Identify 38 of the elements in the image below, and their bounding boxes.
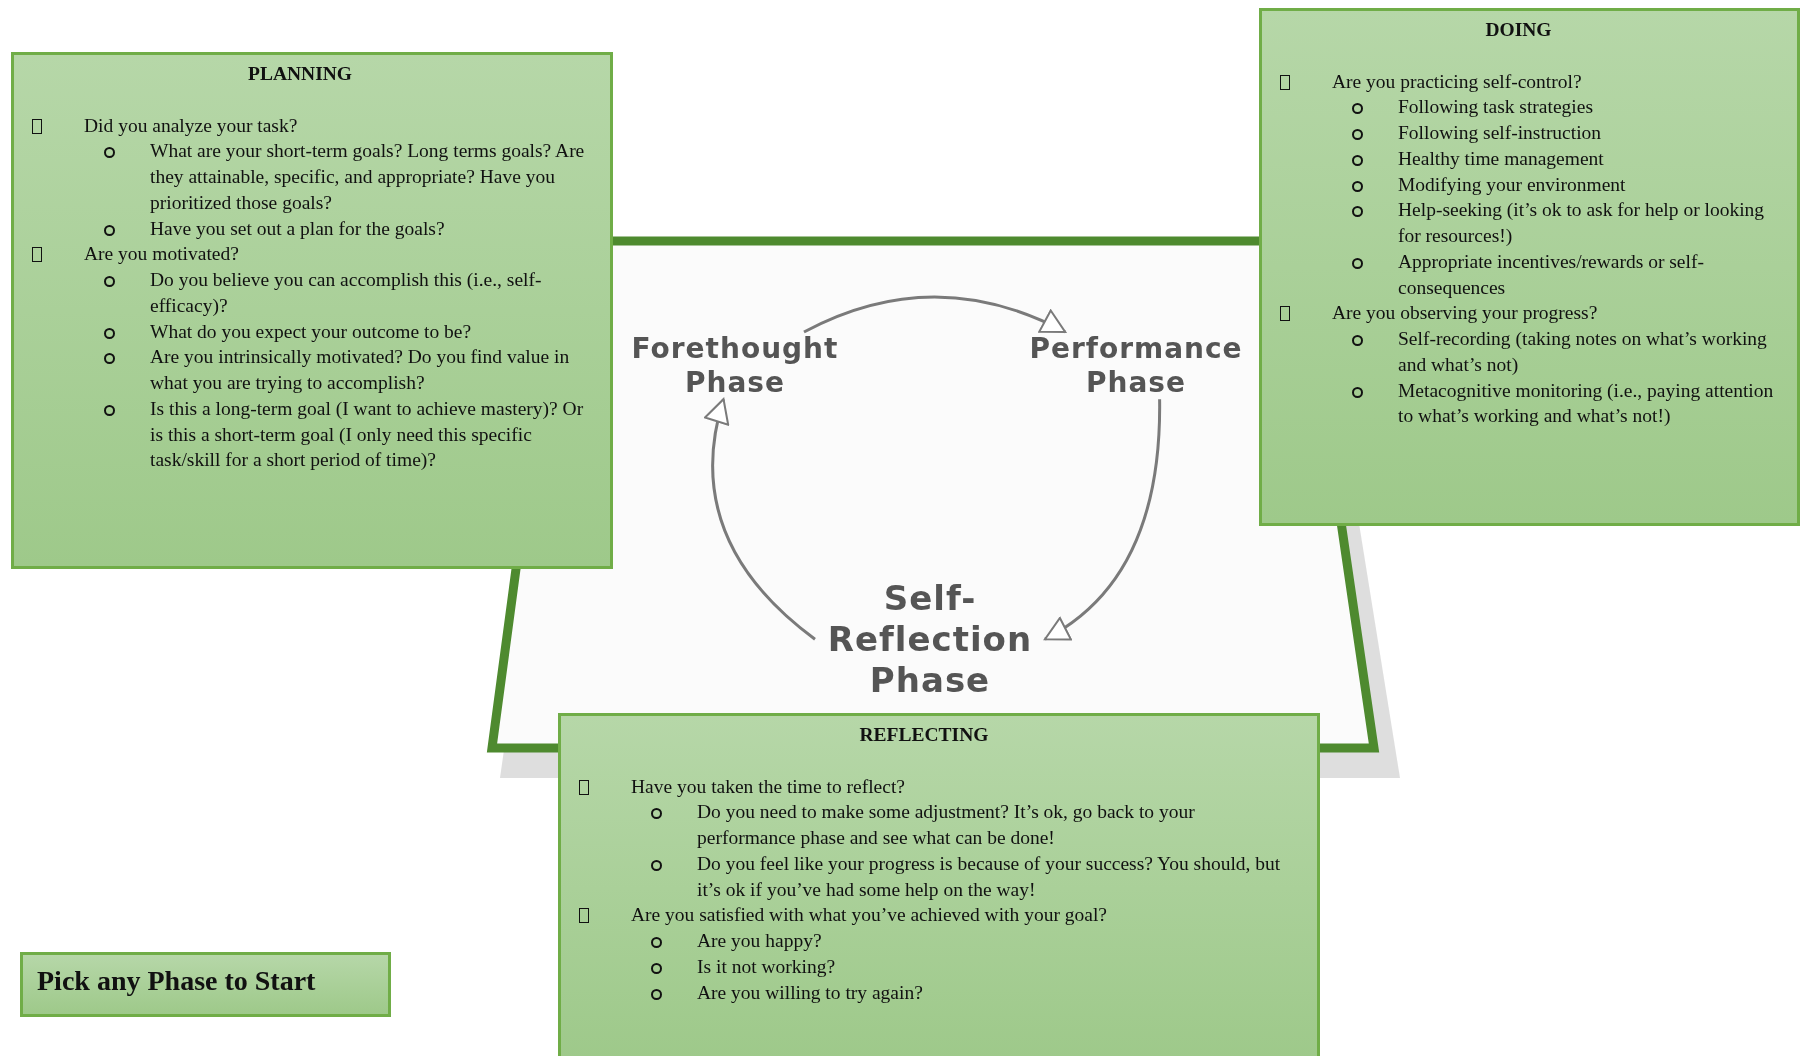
list-item: Are you intrinsically motivated? Do you find value in what you are trying to accomplish? [14, 344, 586, 396]
list-item: What do you expect your outcome to be? [14, 318, 586, 345]
cycle-arrow [1044, 399, 1162, 641]
phase-label: Self-Reflection Phase [815, 578, 1045, 701]
list-item: What are your short-term goals? Long terms goals? Are they attainable, specific, and appropriate? Have you prioritized those goals? [14, 138, 586, 216]
text-panel [558, 713, 1320, 1056]
list-item: Healthy time management [1262, 145, 1775, 172]
list-item: Following task strategies [1262, 94, 1775, 121]
list-item: Help-seeking (it’s ok to ask for help or looking for resources!) [1262, 197, 1775, 249]
text-panel [1259, 8, 1800, 526]
text-panel [11, 52, 613, 569]
list-item: Have you taken the time to reflect? [561, 773, 1287, 800]
list-item: Following self-instruction [1262, 120, 1775, 146]
list-item: Do you believe you can accomplish this (i.e., self-efficacy)? [14, 267, 586, 319]
list-item: Is it not working? [561, 953, 1287, 980]
panel-heading: DOING [1484, 18, 1553, 42]
list-item: Did you analyze your task? [14, 112, 586, 139]
list-item: Appropriate incentives/rewards or self-consequences [1262, 248, 1775, 301]
list-item: Are you practicing self-control? [1262, 68, 1775, 95]
list-item: Are you observing your progress? [1262, 300, 1775, 327]
phase-label: Performance Phase [1018, 332, 1254, 400]
list-item: Are you happy? [561, 928, 1287, 954]
list-item: Are you willing to try again? [561, 979, 1287, 1006]
panel-heading: REFLECTING [858, 723, 990, 747]
cycle-arrow [704, 398, 816, 641]
phase-label: Forethought Phase [620, 332, 850, 400]
list-item: Do you need to make some adjustment? It’s ok, go back to your performance phase and see what can be done! [561, 799, 1287, 851]
list-item: Modifying your environment [1262, 171, 1775, 198]
list-item: Are you motivated? [14, 241, 586, 268]
list-item: Are you satisfied with what you’ve achieved with your goal? [561, 902, 1287, 929]
list-item: Have you set out a plan for the goals? [14, 215, 586, 242]
list-item: Is this a long-term goal (I want to achieve mastery)? Or is this a short-term goal (I only need this specific task/skill for a short period of time)? [14, 395, 586, 473]
panel-heading: PLANNING [247, 62, 353, 86]
list-item: Self-recording (taking notes on what’s working and what’s not) [1262, 326, 1775, 378]
note-box: Pick any Phase to Start [20, 952, 391, 1017]
cycle-arrow [803, 295, 1067, 334]
list-item: Do you feel like your progress is because of your success? You should, but it’s ok if you’ve had some help on the way! [561, 850, 1287, 903]
list-item: Metacognitive monitoring (i.e., paying attention to what’s working and what’s not!) [1262, 377, 1775, 429]
